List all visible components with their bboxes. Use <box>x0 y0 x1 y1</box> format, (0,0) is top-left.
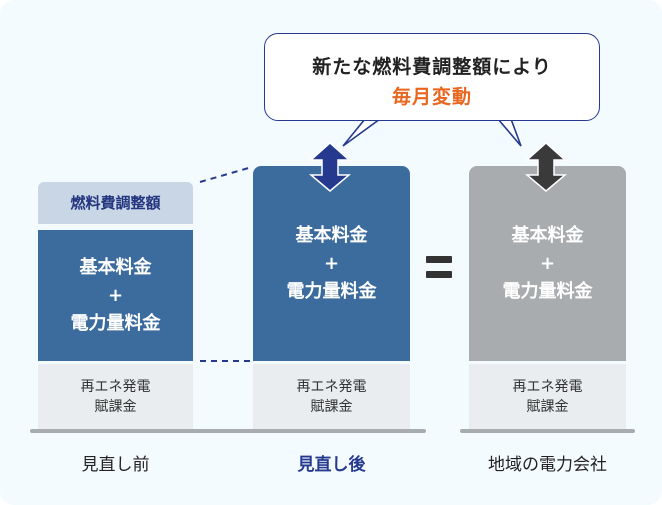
renewable-levy-line1: 再エネ発電 <box>296 379 367 395</box>
base-charge-label: 基本料金 <box>511 224 584 246</box>
bubble-tail-right <box>496 118 522 147</box>
caption-before-review: 見直し前 <box>81 455 150 475</box>
baseline-right <box>460 429 635 433</box>
renewable-levy-box-before: 再エネ発電 賦課金 <box>38 364 193 430</box>
energy-charge-label: 電力量料金 <box>286 280 377 302</box>
energy-charge-label: 電力量料金 <box>70 312 161 334</box>
caption-regional-utility: 地域の電力会社 <box>488 455 607 475</box>
bubble-tail-left <box>342 118 383 147</box>
base-charge-box-after: 基本料金 + 電力量料金 <box>253 166 410 361</box>
plus-sign: + <box>323 252 340 274</box>
bubble-text-highlight: 毎月変動 <box>391 86 472 108</box>
bubble-text-line1: 新たな燃料費調整額により <box>312 56 552 78</box>
plus-sign: + <box>539 252 556 274</box>
base-charge-label: 基本料金 <box>79 256 152 278</box>
plus-sign: + <box>107 284 124 306</box>
base-charge-box-regional: 基本料金 + 電力量料金 <box>469 166 626 361</box>
renewable-levy-box-after: 再エネ発電 賦課金 <box>253 364 410 430</box>
caption-after-review: 見直し後 <box>297 455 366 475</box>
fuel-adjustment-box: 燃料費調整額 <box>38 182 193 224</box>
base-charge-label: 基本料金 <box>295 224 368 246</box>
renewable-levy-line2: 賦課金 <box>310 399 353 415</box>
renewable-levy-box-regional: 再エネ発電 賦課金 <box>469 364 626 430</box>
equals-sign-icon <box>426 256 452 280</box>
energy-charge-label: 電力量料金 <box>502 280 593 302</box>
renewable-levy-line2: 賦課金 <box>526 399 569 415</box>
renewable-levy-line2: 賦課金 <box>94 399 137 415</box>
renewable-levy-line1: 再エネ発電 <box>512 379 583 395</box>
base-charge-box-before: 基本料金 + 電力量料金 <box>38 230 193 361</box>
baseline-left <box>30 429 426 433</box>
renewable-levy-line1: 再エネ発電 <box>80 379 151 395</box>
speech-bubble: 新たな燃料費調整額により 毎月変動 <box>264 33 600 121</box>
dashed-connector-top <box>199 166 253 183</box>
